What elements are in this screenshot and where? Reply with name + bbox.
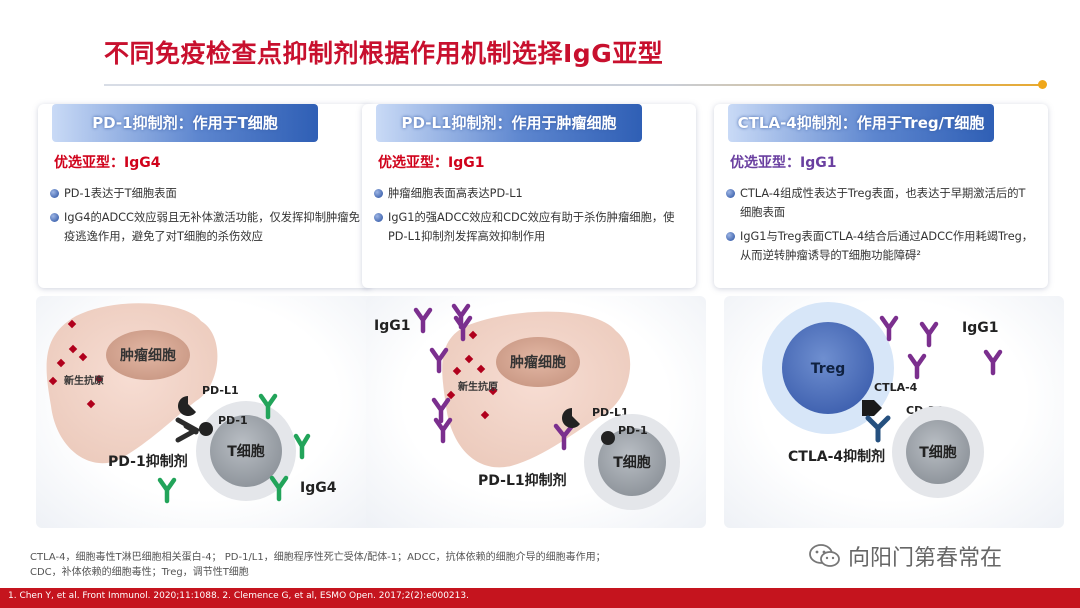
- bullet-item: IgG1与Treg表面CTLA-4结合后通过ADCC作用耗竭Treg，从而逆转肿…: [724, 227, 1036, 265]
- bullet-item: PD-1表达于T细胞表面: [48, 184, 360, 203]
- pd1-receptor: [601, 431, 615, 445]
- card-subtype: 优选亚型：IgG4: [54, 155, 161, 171]
- diagram-pdl1: 肿瘤细胞 新生抗原 IgG1 PD-L1 T细胞 PD-1 PD-L1抑制剂: [366, 296, 706, 528]
- footnote-line: CDC，补体依赖的细胞毒性；Treg，调节性T细胞: [30, 567, 249, 578]
- neoantigen-label: 新生抗原: [64, 374, 104, 387]
- ctla4-receptor: [862, 400, 882, 416]
- tcell: [598, 428, 666, 496]
- references: 1. Chen Y, et al. Front Immunol. 2020;11…: [8, 591, 469, 601]
- bottom-bar: [0, 588, 1080, 608]
- ctla4-antibody: [865, 415, 891, 443]
- tumor-label: 肿瘤细胞: [120, 347, 176, 364]
- bullet-item: CTLA-4组成性表达于Treg表面，也表达于早期激活后的T细胞表面: [724, 184, 1036, 222]
- neoantigen-markers: [48, 319, 104, 409]
- card-header: PD-L1抑制剂：作用于肿瘤细胞: [376, 104, 642, 142]
- footnote-line: CTLA-4，细胞毒性T淋巴细胞相关蛋白-4； PD-1/L1，细胞程序性死亡受…: [30, 552, 606, 563]
- card-subtype: 优选亚型：IgG1: [730, 155, 837, 171]
- tcell: [210, 415, 282, 487]
- tcell-label: T细胞: [919, 444, 957, 461]
- abbreviation-footnote: CTLA-4，细胞毒性T淋巴细胞相关蛋白-4； PD-1/L1，细胞程序性死亡受…: [30, 550, 606, 580]
- card-header: PD-1抑制剂：作用于T细胞: [52, 104, 318, 142]
- diagram-pd1: 肿瘤细胞 新生抗原 T细胞 PD-L1 PD-1 PD-1抑制剂 IgG4: [36, 296, 376, 528]
- card-pdl1: PD-L1抑制剂：作用于肿瘤细胞 优选亚型：IgG1 肿瘤细胞表面高表达PD-L…: [362, 104, 696, 288]
- treg-label: Treg: [811, 361, 845, 377]
- neoantigen-markers: [446, 330, 498, 420]
- igg-label: IgG4: [300, 480, 337, 496]
- tumor-label: 肿瘤细胞: [510, 354, 566, 371]
- pdl1-receptor: [178, 396, 196, 416]
- card-ctla4: CTLA-4抑制剂：作用于Treg/T细胞 优选亚型：IgG1 CTLA-4组成…: [714, 104, 1048, 288]
- card-bullets: 肿瘤细胞表面高表达PD-L1 IgG1的强ADCC效应和CDC效应有助于杀伤肿瘤…: [372, 184, 684, 251]
- card-pd1: PD-1抑制剂：作用于T细胞 优选亚型：IgG4 PD-1表达于T细胞表面 Ig…: [38, 104, 372, 288]
- bullet-item: 肿瘤细胞表面高表达PD-L1: [372, 184, 684, 203]
- igg4-antibodies: [157, 393, 311, 504]
- igg1-antibodies: [879, 315, 1003, 380]
- tcell: [906, 420, 970, 484]
- card-bullets: CTLA-4组成性表达于Treg表面，也表达于早期激活后的T细胞表面 IgG1与…: [724, 184, 1036, 270]
- watermark-text: 向阳门第春常在: [848, 546, 1003, 571]
- treg-cell: [782, 322, 874, 414]
- card-subtype: 优选亚型：IgG1: [378, 155, 485, 171]
- tumor-nucleus: [496, 337, 580, 387]
- igg1-antibodies: [413, 303, 575, 451]
- card-bullets: PD-1表达于T细胞表面 IgG4的ADCC效应弱且无补体激活功能，仅发挥抑制肿…: [48, 184, 360, 251]
- diagram-ctla4: Treg IgG1 CTLA-4 CD-28 T细胞 CTLA-4抑制剂: [724, 296, 1064, 528]
- pd1-label: PD-1: [218, 414, 248, 427]
- drug-label: CTLA-4抑制剂: [788, 448, 885, 465]
- bullet-item: IgG4的ADCC效应弱且无补体激活功能，仅发挥抑制肿瘤免疫逃逸作用，避免了对T…: [48, 208, 360, 246]
- pdl1-label: PD-L1: [202, 384, 239, 397]
- igg-label: IgG1: [374, 318, 410, 334]
- watermark: 向阳门第春常在: [808, 540, 1002, 572]
- bullet-item: IgG1的强ADCC效应和CDC效应有助于杀伤肿瘤细胞，使PD-L1抑制剂发挥高…: [372, 208, 684, 246]
- ctla4-label: CTLA-4: [874, 381, 918, 394]
- title-divider: [104, 84, 1042, 86]
- igg-label: IgG1: [962, 320, 998, 336]
- drug-label: PD-L1抑制剂: [478, 472, 567, 489]
- pd1-receptor: [199, 422, 213, 436]
- card-header: CTLA-4抑制剂：作用于Treg/T细胞: [728, 104, 994, 142]
- tumor-nucleus: [106, 330, 190, 380]
- tumor-cell: [442, 311, 631, 468]
- wechat-icon: [809, 544, 840, 567]
- pd1-antibody: [175, 417, 202, 443]
- tcell-label: T细胞: [227, 443, 265, 460]
- pd1-label: PD-1: [618, 424, 648, 437]
- tcell-label: T细胞: [613, 454, 651, 471]
- neoantigen-label: 新生抗原: [458, 380, 498, 393]
- page-title: 不同免疫检查点抑制剂根据作用机制选择IgG亚型: [104, 39, 664, 68]
- drug-label: PD-1抑制剂: [108, 453, 188, 470]
- title-divider-dot: [1038, 80, 1047, 89]
- pdl1-receptor: [562, 408, 580, 428]
